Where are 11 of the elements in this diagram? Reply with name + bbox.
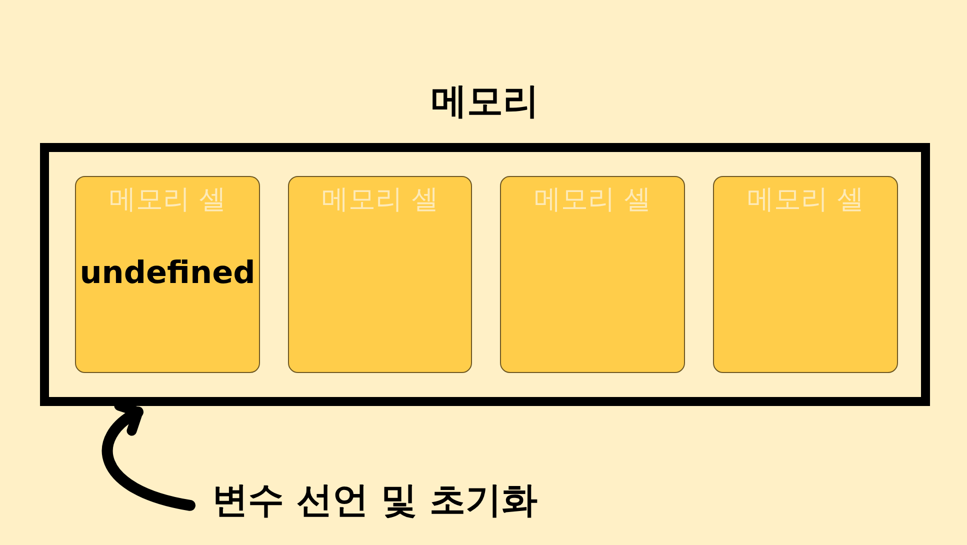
box-title: 메모리	[430, 80, 540, 124]
memory-cell	[75, 176, 260, 373]
cell-label: 메모리 셀	[533, 183, 652, 217]
caption-text: 변수 선언 및 초기화	[212, 476, 538, 525]
cell-label: 메모리 셀	[320, 183, 440, 217]
cell-label: 메모리 셀	[108, 183, 227, 217]
value-text: undefined	[78, 255, 256, 291]
memory-cell	[288, 176, 472, 373]
cell-label: 메모리 셀	[746, 183, 865, 217]
memory-cell	[500, 176, 685, 373]
memory-cell	[713, 176, 898, 373]
